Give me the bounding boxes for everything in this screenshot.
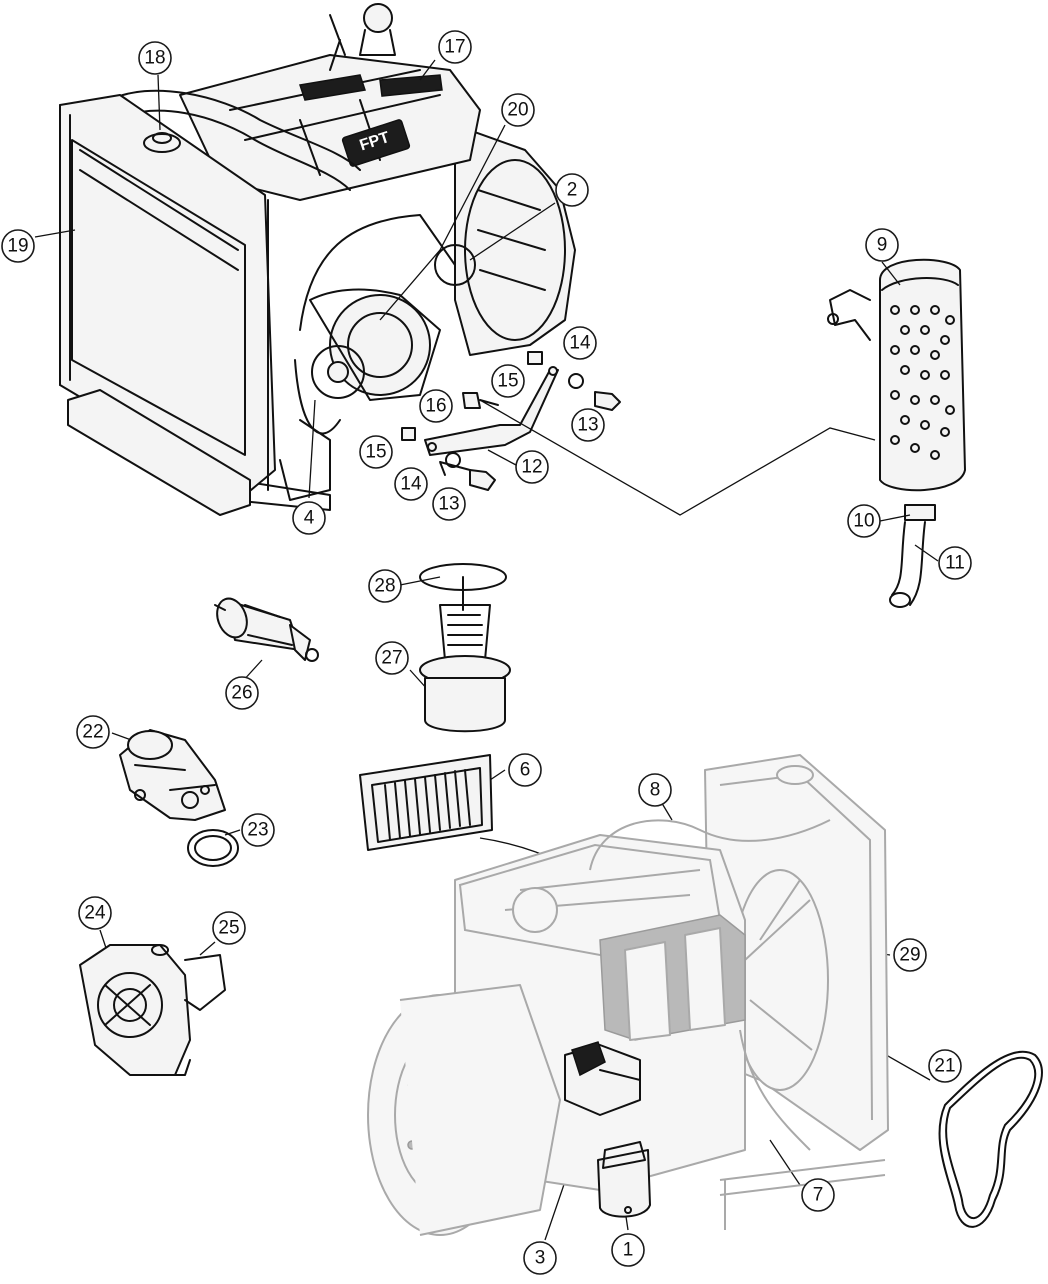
svg-text:2: 2 [567,180,578,201]
svg-text:20: 20 [507,100,528,121]
callout-27: 27 [375,641,409,675]
thermostat-group [419,563,511,733]
callout-8: 8 [638,773,672,807]
callout-7: 7 [801,1178,835,1212]
callout-23: 23 [241,813,275,847]
fuel-filter [214,597,319,662]
callout-3: 3 [523,1241,557,1275]
callout-10: 10 [847,504,881,538]
svg-text:11: 11 [945,553,965,574]
callout-29: 29 [893,938,927,972]
bottom-engine-assembly [367,754,889,1236]
water-pump-group [79,944,226,1076]
top-engine-assembly: FPT [109,3,576,511]
svg-text:8: 8 [650,780,661,801]
svg-text:19: 19 [7,236,28,257]
radiator [59,94,276,516]
svg-text:22: 22 [82,722,103,743]
callout-15a: 15 [491,364,525,398]
callout-2: 2 [555,173,589,207]
callout-4: 4 [292,501,326,535]
callout-9: 9 [865,228,899,262]
callout-11: 11 [938,546,972,580]
svg-text:21: 21 [934,1056,955,1077]
callout-14a: 14 [563,326,597,360]
callout-14b: 14 [394,467,428,501]
air-filter-element [359,754,493,851]
callout-20: 20 [501,93,535,127]
callout-1: 1 [611,1233,645,1267]
callout-21: 21 [928,1049,962,1083]
callout-13a: 13 [571,408,605,442]
svg-text:13: 13 [577,415,598,436]
svg-text:27: 27 [381,648,402,669]
callout-26: 26 [225,676,259,710]
svg-text:17: 17 [444,37,465,58]
svg-text:1: 1 [623,1240,634,1261]
fuel-pump-group [119,729,239,867]
callout-19: 19 [1,229,35,263]
svg-text:18: 18 [144,48,165,69]
callout-12: 12 [515,450,549,484]
callout-28: 28 [368,569,402,603]
svg-text:15: 15 [365,442,386,463]
callout-16: 16 [419,389,453,423]
svg-text:9: 9 [877,235,888,256]
svg-text:16: 16 [425,396,446,417]
callout-22: 22 [76,715,110,749]
callout-18: 18 [138,41,172,75]
callouts: 1 2 3 4 6 7 8 9 10 11 12 13 13 14 14 15 … [1,30,972,1275]
svg-text:29: 29 [899,945,920,966]
callout-25: 25 [212,911,246,945]
svg-text:14: 14 [400,474,422,495]
callout-15b: 15 [359,435,393,469]
svg-text:13: 13 [438,494,459,515]
callout-17: 17 [438,30,472,64]
exhaust-bracket-group [401,351,621,491]
svg-text:28: 28 [374,576,395,597]
svg-text:4: 4 [304,508,315,529]
svg-text:12: 12 [521,457,542,478]
svg-text:23: 23 [247,820,268,841]
fan-belt [938,1050,1043,1228]
svg-text:26: 26 [231,683,252,704]
svg-text:10: 10 [853,511,874,532]
svg-text:15: 15 [497,371,518,392]
svg-text:3: 3 [535,1248,546,1269]
callout-24: 24 [78,896,112,930]
svg-text:7: 7 [813,1185,824,1206]
svg-text:14: 14 [569,333,591,354]
svg-text:6: 6 [520,760,531,781]
muffler [827,258,966,608]
muffler-perforations [890,305,955,460]
callout-6: 6 [508,753,542,787]
svg-text:24: 24 [84,903,106,924]
callout-13b: 13 [432,487,466,521]
svg-text:25: 25 [218,918,239,939]
